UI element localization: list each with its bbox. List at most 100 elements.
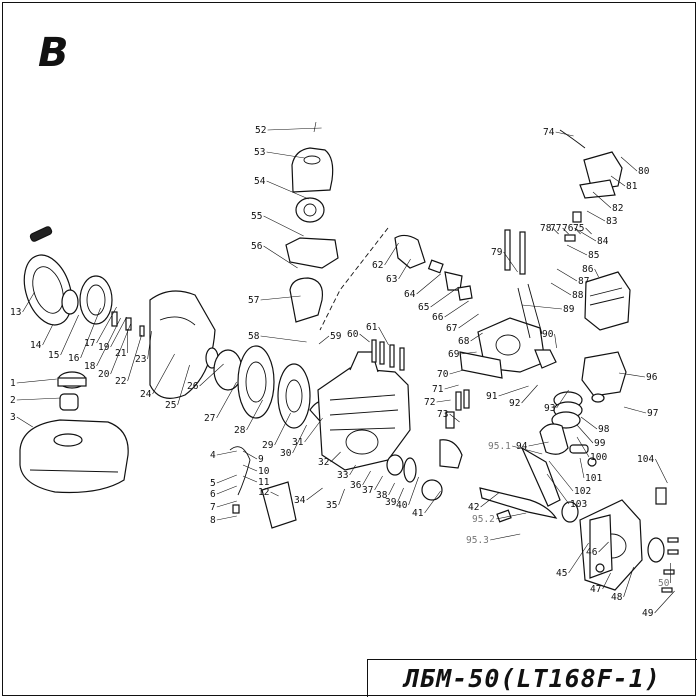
leader-line — [498, 385, 529, 397]
callout-22: 22 — [115, 376, 126, 387]
leader-line — [503, 251, 518, 273]
callout-71: 71 — [432, 384, 444, 395]
leader-line — [552, 227, 559, 235]
callout-59: 59 — [330, 331, 342, 342]
leader-line — [580, 416, 598, 430]
leader-line — [566, 244, 588, 256]
callout-47: 47 — [590, 584, 601, 595]
leader-line — [349, 464, 356, 476]
leader-line — [610, 175, 626, 187]
callout-38: 38 — [376, 490, 388, 501]
callout-90: 90 — [542, 329, 554, 340]
callout-70: 70 — [437, 369, 449, 380]
leader-line — [586, 210, 606, 222]
callout-34: 34 — [294, 495, 306, 506]
leader-line — [216, 474, 237, 484]
leader-line — [330, 451, 341, 463]
leader-line — [398, 258, 411, 280]
callout-46: 46 — [586, 547, 598, 558]
model-title-box: ЛБМ-50(LT168F-1) — [367, 659, 697, 697]
callout-20: 20 — [98, 369, 110, 380]
leader-line — [436, 399, 451, 403]
callout-60: 60 — [347, 329, 359, 340]
callout-16: 16 — [68, 353, 80, 364]
leader-line — [430, 286, 459, 308]
callout-62: 62 — [372, 260, 383, 271]
leader-line — [490, 533, 521, 541]
callout-63: 63 — [386, 274, 397, 285]
leader-line — [602, 572, 611, 590]
fuel-tank-group — [19, 371, 129, 494]
callout-98: 98 — [598, 424, 610, 435]
callout-74: 74 — [543, 127, 555, 138]
callout-48: 48 — [611, 592, 623, 603]
callout-36: 36 — [350, 480, 362, 491]
callout-17: 17 — [84, 338, 95, 349]
callout-33: 33 — [337, 470, 348, 481]
callout-40: 40 — [396, 500, 408, 511]
cylinder-head — [459, 229, 557, 379]
callout-72: 72 — [424, 397, 435, 408]
leader-line — [512, 445, 543, 455]
callout-80: 80 — [638, 166, 650, 177]
crankcase-cover — [579, 487, 679, 593]
leader-line — [242, 450, 258, 460]
leader-line — [408, 476, 419, 506]
callout-93: 93 — [544, 403, 555, 414]
callout-75: 75 — [573, 223, 584, 234]
callout-96: 96 — [646, 372, 658, 383]
leader-line — [444, 300, 469, 318]
callout-79: 79 — [491, 247, 503, 258]
leader-line — [449, 413, 460, 423]
callout-92: 92 — [509, 398, 520, 409]
leader-line — [263, 245, 298, 269]
leader-line — [80, 307, 101, 359]
leader-line — [266, 180, 309, 200]
flywheel-group — [205, 345, 337, 431]
leader-line — [147, 330, 152, 360]
leader-line — [548, 460, 574, 492]
leader-line — [16, 416, 33, 428]
callout-32: 32 — [318, 457, 329, 468]
leader-line — [260, 335, 307, 343]
leader-line — [216, 381, 237, 419]
leader-line — [242, 464, 258, 472]
callout-23: 23 — [135, 354, 146, 365]
leader-line — [378, 326, 389, 346]
callout-101: 101 — [585, 473, 602, 484]
leader-line — [521, 304, 563, 310]
leader-line — [152, 353, 175, 395]
leader-line — [274, 412, 291, 446]
leader-line — [22, 291, 35, 313]
callout-77: 77 — [550, 223, 561, 234]
callout-26: 26 — [187, 381, 199, 392]
leader-line — [16, 378, 57, 384]
leader-line — [216, 515, 237, 521]
callout-7: 7 — [210, 502, 216, 513]
leader-line — [470, 332, 483, 342]
leader-line — [562, 227, 569, 235]
callout-49: 49 — [642, 608, 654, 619]
callout-68: 68 — [458, 336, 470, 347]
callout-97: 97 — [647, 408, 658, 419]
callout-35: 35 — [326, 500, 337, 511]
callout-78: 78 — [540, 223, 552, 234]
leader-line — [127, 334, 142, 382]
leader-line — [618, 372, 646, 378]
valve-train — [371, 339, 470, 501]
leader-line — [362, 470, 371, 486]
callout-55: 55 — [251, 211, 262, 222]
callout-15: 15 — [48, 350, 59, 361]
callout-88: 88 — [572, 290, 584, 301]
leader-line — [449, 369, 464, 375]
callout-82: 82 — [612, 203, 623, 214]
leader-line — [374, 475, 383, 491]
callout-69: 69 — [448, 349, 460, 360]
callout-21: 21 — [115, 348, 127, 359]
callout-56: 56 — [251, 241, 263, 252]
leader-line — [556, 389, 569, 409]
callout-81: 81 — [626, 181, 638, 192]
callout-28: 28 — [234, 425, 246, 436]
